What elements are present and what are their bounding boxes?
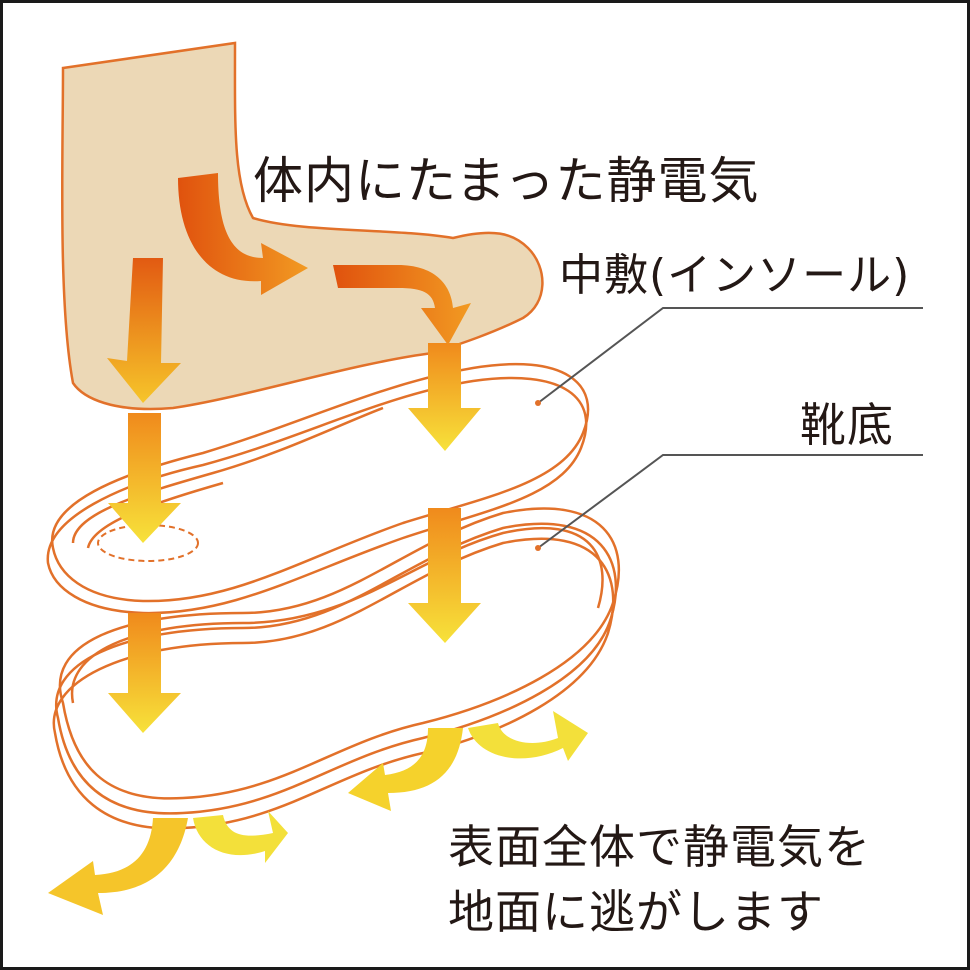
shoe-sole <box>52 507 621 830</box>
foot <box>60 41 544 411</box>
caption-line-2: 地面に逃がします <box>448 885 824 939</box>
static-flow-arrows <box>48 173 588 915</box>
leader-lines <box>537 307 923 549</box>
caption-line-1: 表面全体で静電気を <box>448 820 871 874</box>
illustration <box>46 41 923 915</box>
label-insole: 中敷(インソール) <box>559 250 911 301</box>
insole <box>46 363 590 615</box>
label-sole: 靴底 <box>800 398 894 452</box>
label-static-in-body: 体内にたまった静電気 <box>253 152 760 210</box>
